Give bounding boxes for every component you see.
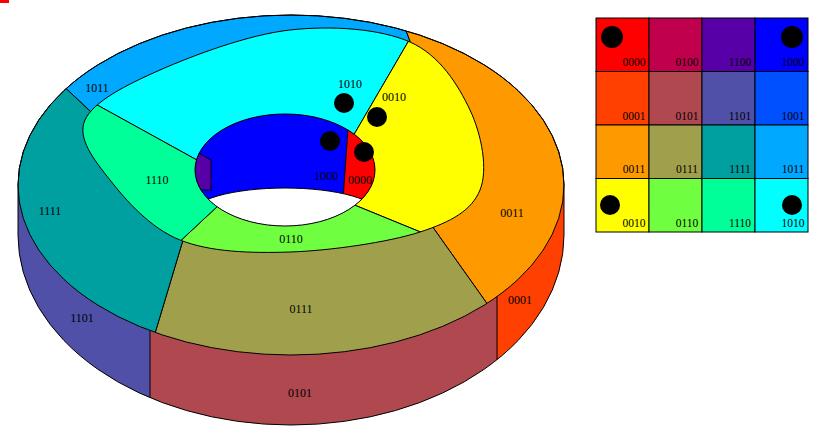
- map-cell: [702, 125, 755, 179]
- torus-hole: [190, 100, 400, 242]
- cell-label: 1001: [782, 109, 805, 123]
- region-label: 1111: [39, 204, 62, 218]
- region-label: 0000: [348, 173, 372, 187]
- inner-wall: [343, 100, 400, 200]
- ring-boundary: [83, 28, 484, 252]
- map-cell: [596, 179, 649, 233]
- map-cell: [649, 18, 702, 72]
- region-label: 0001: [508, 293, 532, 307]
- map-cell: [702, 18, 755, 72]
- map-cell: [755, 18, 808, 72]
- region-label: 1010: [338, 77, 362, 91]
- torus-silhouette: [18, 15, 564, 425]
- region-label: 1000: [314, 169, 338, 183]
- cell-label: 1111: [729, 162, 751, 176]
- hole-edge: [195, 114, 375, 226]
- map-cell: [755, 125, 808, 179]
- map-cell: [649, 179, 702, 233]
- torus-region: [285, 0, 827, 240]
- cell-label: 0001: [623, 109, 646, 123]
- marker-dot: [367, 107, 387, 127]
- map-cell: [649, 125, 702, 179]
- cell-label: 0110: [676, 216, 699, 230]
- cell-label: 0000: [623, 55, 646, 69]
- top-surface-edge: [18, 15, 564, 355]
- region-label: 1011: [85, 81, 109, 95]
- cell-label: 1000: [782, 55, 805, 69]
- region-label: 1101: [70, 311, 94, 325]
- region-label: 0110: [279, 232, 303, 246]
- cell-label: 0100: [676, 55, 699, 69]
- map-cell: [755, 72, 808, 126]
- map-cell: [596, 18, 649, 72]
- map-cell: [702, 179, 755, 233]
- marker-dot: [320, 131, 340, 151]
- corner-mark: [0, 0, 9, 3]
- region-label: 0010: [382, 90, 406, 104]
- marker-dot: [354, 142, 374, 162]
- cell-label: 0111: [676, 162, 698, 176]
- map-cell: [755, 179, 808, 233]
- cell-label: 0101: [676, 109, 699, 123]
- region-label: 1110: [145, 173, 168, 187]
- marker-dot: [600, 195, 620, 215]
- marker-dot: [334, 93, 354, 113]
- region-label: 0111: [289, 302, 312, 316]
- marker-dot: [782, 195, 802, 215]
- cell-label: 1110: [729, 216, 751, 230]
- map-cell: [649, 72, 702, 126]
- wall-divider: [150, 331, 151, 398]
- marker-dot: [781, 26, 803, 48]
- map-cell: [596, 125, 649, 179]
- map-grid: [596, 18, 808, 232]
- map-cell: [702, 72, 755, 126]
- cell-label: 1100: [729, 55, 752, 69]
- cell-label: 0010: [623, 216, 646, 230]
- cell-label: 1101: [729, 109, 752, 123]
- map-cell: [596, 72, 649, 126]
- cell-label: 0011: [623, 162, 646, 176]
- region-label: 0011: [500, 206, 524, 220]
- inner-wall: [193, 150, 211, 190]
- marker-dot: [601, 26, 623, 48]
- cell-label: 1011: [782, 162, 805, 176]
- cell-label: 1010: [782, 216, 805, 230]
- wall-divider: [497, 297, 498, 360]
- map-dots: [600, 26, 803, 215]
- torus-dots: [320, 93, 387, 162]
- region-label: 0101: [288, 386, 312, 400]
- torus-outlines: [18, 15, 564, 425]
